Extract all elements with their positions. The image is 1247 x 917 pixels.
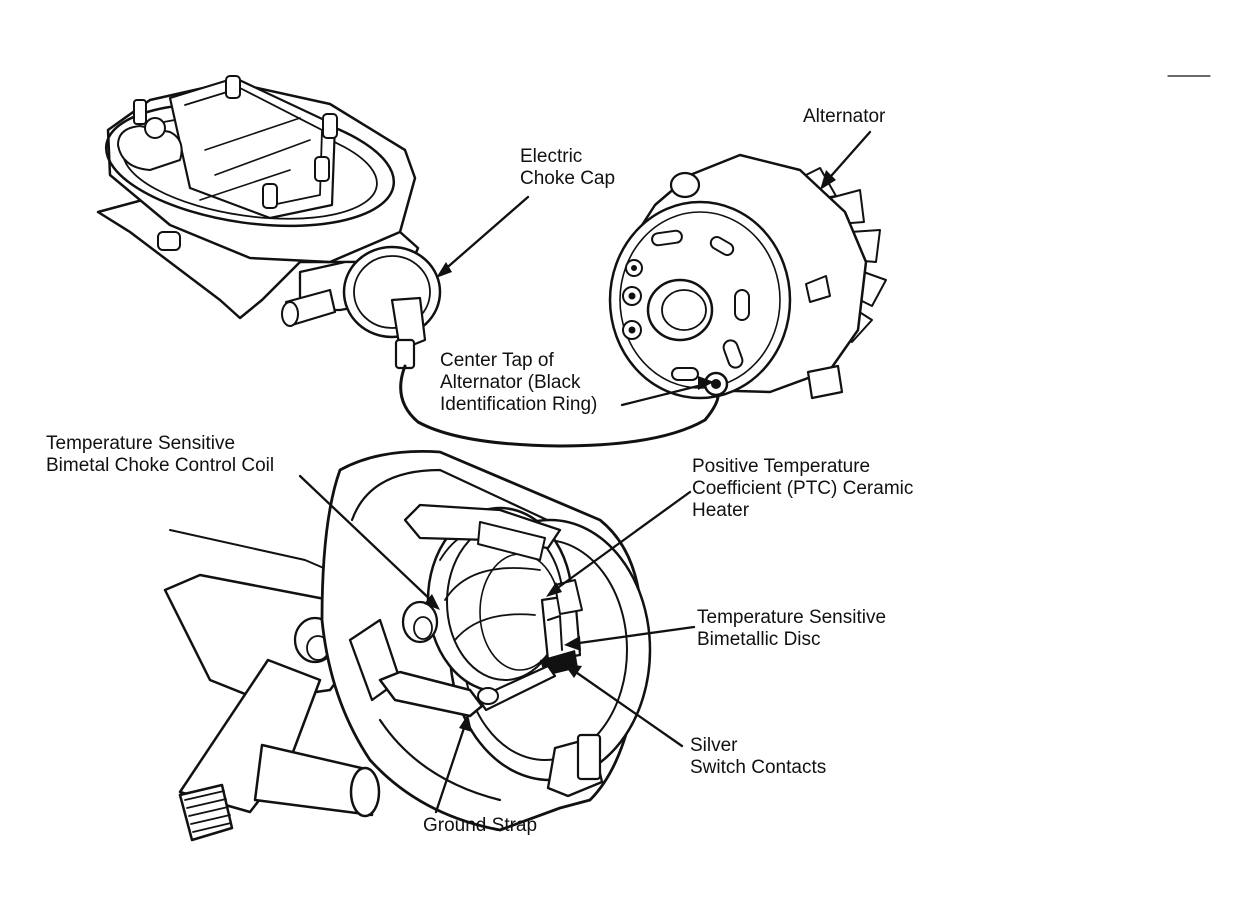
- label-center-tap: Center Tap of Alternator (Black Identifi…: [440, 350, 597, 416]
- label-ground-strap-line: Ground Strap: [423, 815, 538, 836]
- label-ptc-heater-line: Positive Temperature: [692, 456, 871, 477]
- label-ptc-heater: Positive Temperature Coefficient (PTC) C…: [692, 456, 913, 522]
- label-switch-contacts: Silver Switch Contacts: [690, 735, 826, 779]
- label-ptc-heater-line: Coefficient (PTC) Ceramic: [692, 478, 914, 499]
- label-choke-cap-line: Choke Cap: [520, 168, 616, 189]
- label-switch-contacts-line: Silver: [690, 735, 738, 756]
- label-center-tap-line: Alternator (Black: [440, 372, 581, 393]
- leader-lines: [298, 130, 872, 814]
- label-bimetallic-disc-line: Temperature Sensitive: [697, 607, 887, 628]
- choke-cutaway: [163, 450, 652, 842]
- label-bimetallic-disc-line: Bimetallic Disc: [697, 629, 821, 650]
- label-coil: Temperature Sensitive Bimetal Choke Cont…: [46, 433, 274, 477]
- label-center-tap-line: Identification Ring): [440, 394, 598, 415]
- alternator: [608, 153, 887, 400]
- carburetor: [96, 75, 442, 370]
- label-center-tap-line: Center Tap of: [440, 350, 554, 371]
- label-choke-cap: Electric Choke Cap: [520, 146, 615, 190]
- label-coil-line: Bimetal Choke Control Coil: [46, 455, 275, 476]
- label-bimetallic-disc: Temperature Sensitive Bimetallic Disc: [697, 607, 886, 651]
- label-alternator: Alternator: [803, 106, 885, 128]
- center-tap-wire: [399, 364, 720, 448]
- label-ground-strap: Ground Strap: [423, 815, 537, 837]
- label-ptc-heater-line: Heater: [692, 500, 750, 521]
- label-switch-contacts-line: Switch Contacts: [690, 757, 827, 778]
- label-choke-cap-line: Electric: [520, 146, 583, 167]
- label-alternator-line: Alternator: [803, 106, 886, 127]
- label-coil-line: Temperature Sensitive: [46, 433, 236, 454]
